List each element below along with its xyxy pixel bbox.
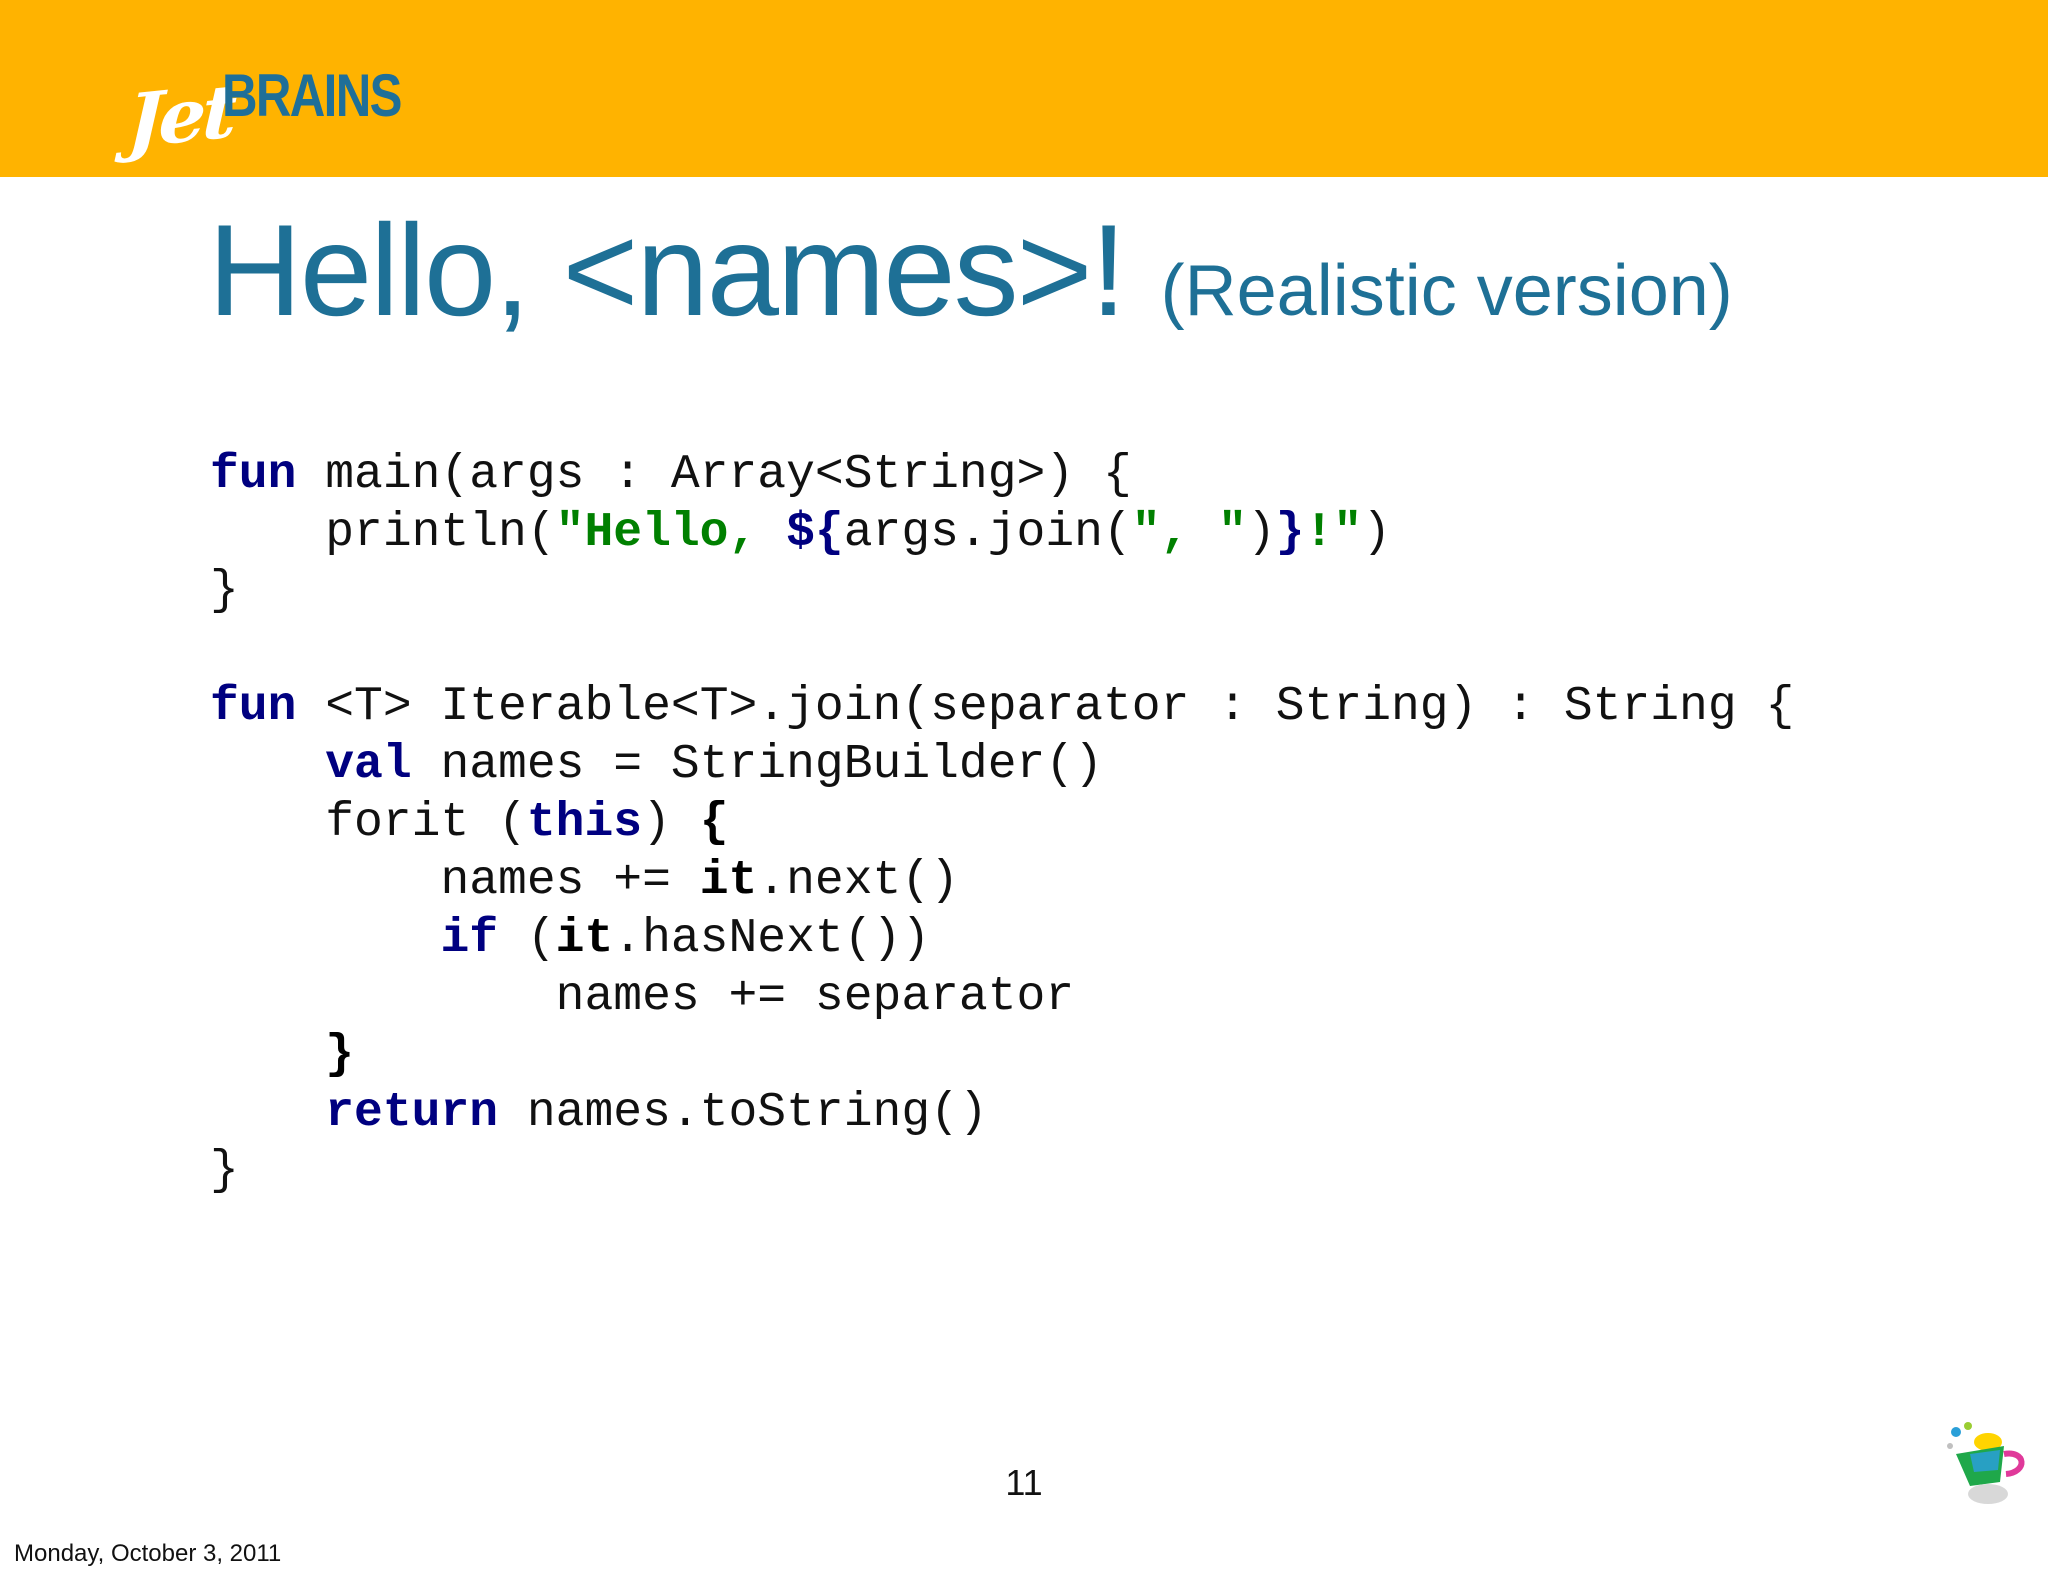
code-text <box>210 738 325 792</box>
code-string: !" <box>1304 506 1363 560</box>
code-text <box>210 1028 325 1082</box>
code-line: } <box>210 1026 1794 1084</box>
code-line: names += separator <box>210 970 1075 1024</box>
code-line: if (it.hasNext()) <box>210 910 1794 968</box>
title-subtitle: (Realistic version) <box>1160 251 1733 331</box>
title-main: Hello, <names>! <box>208 197 1127 343</box>
logo-jet-text: Jet <box>126 68 235 166</box>
jetbrains-logo: Jet BRAINS <box>126 48 440 166</box>
code-text: names.toString() <box>498 1086 988 1140</box>
code-block: fun main(args : Array<String>) { println… <box>210 446 1794 1200</box>
code-brace: } <box>325 1028 355 1082</box>
code-keyword: this <box>526 796 643 850</box>
code-keyword: if <box>440 912 499 966</box>
code-line: fun <T> Iterable<T>.join(separator : Str… <box>210 678 1794 736</box>
code-text: names = StringBuilder() <box>411 738 1103 792</box>
code-text: <T> Iterable<T>.join(separator : String)… <box>296 680 1795 734</box>
code-text: args.join( <box>843 506 1132 560</box>
code-text: ( <box>498 912 556 966</box>
header-bar: Jet BRAINS <box>0 0 2048 177</box>
code-string: "Hello, <box>555 506 787 560</box>
code-brace: { <box>699 796 729 850</box>
code-text: ) <box>1246 506 1276 560</box>
code-text: forit ( <box>210 796 527 850</box>
code-text: .hasNext()) <box>613 912 931 966</box>
code-line: forit (this) { <box>210 794 1794 852</box>
code-line: println("Hello, ${args.join(", ")}!") <box>210 504 1794 562</box>
code-template-open: ${ <box>786 506 844 560</box>
code-keyword: fun <box>210 448 297 502</box>
code-line: val names = StringBuilder() <box>210 736 1794 794</box>
code-keyword: fun <box>210 680 297 734</box>
code-text: names += <box>210 854 700 908</box>
slide-title: Hello, <names>! (Realistic version) <box>208 205 1733 335</box>
code-keyword: val <box>325 738 412 792</box>
code-text: println( <box>210 506 556 560</box>
code-line <box>210 620 1794 678</box>
code-keyword: return <box>325 1086 499 1140</box>
code-text: ) <box>642 796 700 850</box>
code-text: main(args : Array<String>) { <box>296 448 1132 502</box>
code-text: .next() <box>757 854 959 908</box>
code-text <box>210 912 440 966</box>
logo-brains-text: BRAINS <box>222 62 402 129</box>
code-text: ) <box>1362 506 1392 560</box>
code-line: } <box>210 564 239 618</box>
code-line: names += it.next() <box>210 852 1794 910</box>
code-line: return names.toString() <box>210 1084 1794 1142</box>
page-number: 11 <box>1005 1462 1043 1503</box>
code-text <box>210 1086 325 1140</box>
code-it-keyword: it <box>699 854 758 908</box>
code-template-close: } <box>1275 506 1305 560</box>
kotlin-mascot-icon <box>1947 1422 2025 1504</box>
code-it-keyword: it <box>555 912 614 966</box>
code-string: ", " <box>1131 506 1247 560</box>
code-line: fun main(args : Array<String>) { <box>210 446 1794 504</box>
code-line: } <box>210 1144 239 1198</box>
date-footer: Monday, October 3, 2011 <box>14 1540 282 1567</box>
